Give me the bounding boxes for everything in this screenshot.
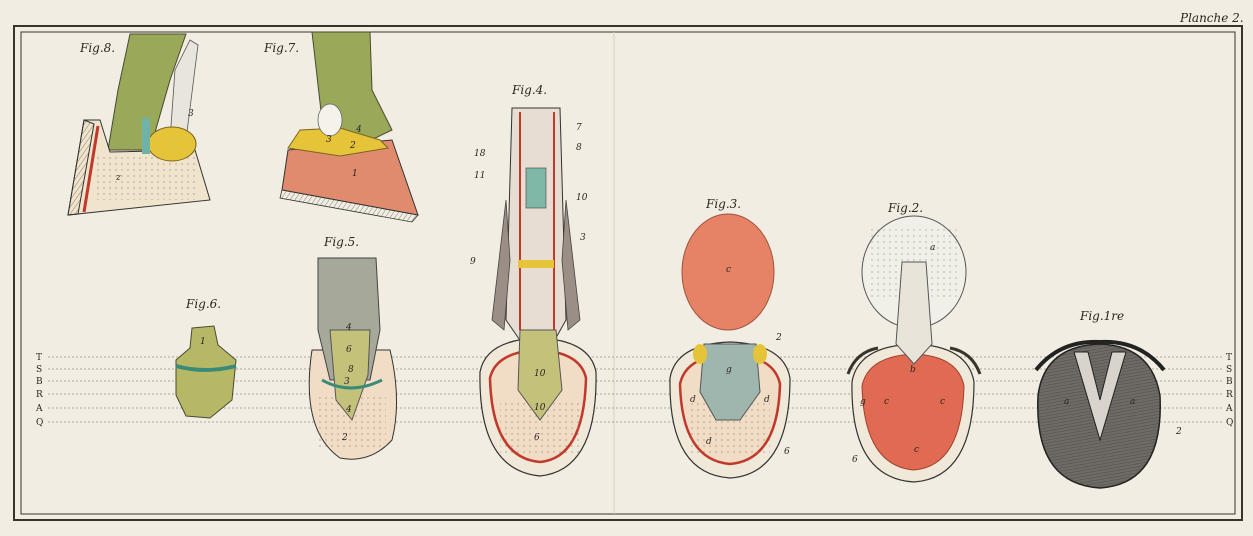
figure-label: 3 xyxy=(344,377,350,387)
bone-white xyxy=(318,104,342,136)
tendon-blue xyxy=(526,168,546,208)
edge-letter: A xyxy=(35,404,43,414)
figure-label: c xyxy=(884,397,889,407)
edge-letter: B xyxy=(1226,377,1233,387)
edge-letter: R xyxy=(1226,390,1233,400)
figure-caption: Fig.1re xyxy=(1079,309,1124,323)
figure-label: 11 xyxy=(474,171,485,181)
figure-label: 2 xyxy=(1175,427,1182,437)
figure-label: 3 xyxy=(580,233,586,243)
bone-yellow xyxy=(148,127,196,161)
frog-stem xyxy=(896,262,932,364)
figure-label: 4 xyxy=(345,405,352,415)
edge-letter: A xyxy=(1225,404,1233,414)
figure-label: g xyxy=(726,365,732,375)
edge-letter: B xyxy=(36,377,43,387)
figure-label: 2 xyxy=(341,433,348,443)
edge-letter: Q xyxy=(1226,418,1233,428)
figure-label: 10 xyxy=(534,369,546,379)
figure-label: 1 xyxy=(352,169,358,179)
plate-title: Planche 2. xyxy=(1179,11,1244,25)
figure-caption: Fig.5. xyxy=(323,235,359,249)
figure-label: 8 xyxy=(348,365,354,375)
figure-label: 6 xyxy=(346,345,352,355)
figure-label: a xyxy=(1064,397,1069,407)
leg-column xyxy=(506,108,566,352)
edge-letter: Q xyxy=(36,418,43,428)
figure-label: b xyxy=(910,365,916,375)
figure-label: a xyxy=(930,243,935,253)
cartilage-right xyxy=(753,344,767,364)
figure-label: 10 xyxy=(576,193,588,203)
edge-letter: R xyxy=(36,390,43,400)
figure-caption: Fig.8. xyxy=(79,41,115,55)
figure-label: 18 xyxy=(474,149,486,159)
edge-letter: T xyxy=(36,353,42,363)
figure-label: 3 xyxy=(326,135,332,145)
figure-label: 4 xyxy=(355,125,362,135)
figure-label: d xyxy=(764,395,770,405)
figure-label: 3 xyxy=(188,109,194,119)
figure-label: 1 xyxy=(200,337,206,347)
figure-label: z xyxy=(115,173,121,183)
figure-label: 2 xyxy=(775,333,782,343)
figure-label: d xyxy=(690,395,696,405)
edge-letter: T xyxy=(1226,353,1232,363)
cartilage-left xyxy=(693,344,707,364)
figure-label: 6 xyxy=(852,455,858,465)
figure-label: 6 xyxy=(784,447,790,457)
figure-label: 9 xyxy=(470,257,476,267)
figure-label: c xyxy=(940,397,945,407)
figure-label: 2 xyxy=(349,141,356,151)
figure-label: a xyxy=(1130,397,1135,407)
figure-caption: Fig.3. xyxy=(705,197,741,211)
edge-letter: S xyxy=(1226,365,1232,375)
figure-label: 10 xyxy=(534,403,546,413)
figure-caption: Fig.7. xyxy=(263,41,299,55)
edge-letter: S xyxy=(36,365,42,375)
figure-label: 7 xyxy=(576,123,582,133)
figure-caption: Fig.6. xyxy=(185,297,221,311)
figure-label: 8 xyxy=(576,143,582,153)
figure-label: 6 xyxy=(534,433,540,443)
figure-label: g xyxy=(860,397,866,407)
joint-yellow xyxy=(518,260,554,268)
figure-caption: Fig.4. xyxy=(511,83,547,97)
figure-label: c xyxy=(914,445,919,455)
figure-label: c xyxy=(726,265,731,275)
figure-label: 4 xyxy=(345,323,352,333)
figure-caption: Fig.2. xyxy=(887,201,923,215)
hoof-section-dots xyxy=(96,156,196,200)
cartilage-blue xyxy=(142,118,150,154)
figure-label: d xyxy=(706,437,712,447)
